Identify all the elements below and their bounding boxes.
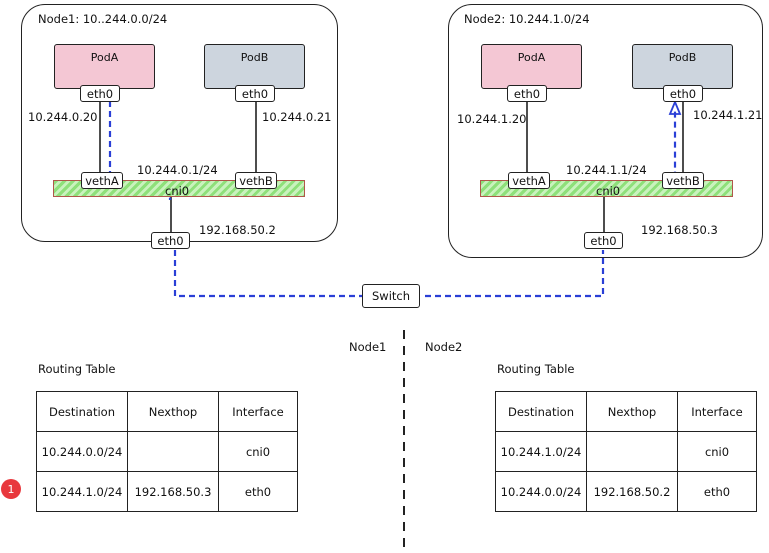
node2-bridge-ip: 10.244.1.1/24 [566, 163, 647, 177]
header-nexthop: Nexthop [127, 391, 219, 432]
node2-bridge-name: cni0 [596, 184, 621, 198]
node2-pod-b-eth0: eth0 [663, 85, 703, 102]
network-switch: Switch [362, 284, 420, 308]
node1-bridge-ip: 10.244.0.1/24 [137, 163, 218, 177]
header-destination: Destination [495, 391, 587, 432]
table-row: 10.244.0.0/24 192.168.50.2 eth0 [495, 471, 757, 512]
divider-label-node2: Node2 [425, 340, 463, 354]
table-row: 10.244.1.0/24 cni0 [495, 431, 757, 472]
node2-title: Node2: 10.244.1.0/24 [464, 12, 590, 26]
node1-pod-b-ip: 10.244.0.21 [262, 110, 332, 124]
node1-pod-b-name: PodB [240, 51, 269, 64]
node2-pod-a-name: PodA [517, 51, 546, 64]
cell-nexthop: 192.168.50.3 [127, 471, 219, 512]
node2-veth-b: vethB [662, 172, 704, 189]
node2-eth0-ip: 192.168.50.3 [641, 223, 718, 237]
node1-pod-b-eth0: eth0 [235, 85, 275, 102]
cell-nexthop [127, 431, 219, 472]
packet-path [108, 101, 677, 298]
cell-destination: 10.244.0.0/24 [36, 431, 128, 472]
node2-pod-b-name: PodB [668, 51, 697, 64]
cell-interface: cni0 [677, 431, 757, 472]
node2-veth-a: vethA [508, 172, 550, 189]
cell-destination: 10.244.1.0/24 [36, 471, 128, 512]
cell-nexthop [586, 431, 678, 472]
node1-eth0-ip: 192.168.50.2 [199, 223, 276, 237]
table-row: 10.244.1.0/24 192.168.50.3 eth0 [36, 471, 298, 512]
routing-table-left: Destination Nexthop Interface 10.244.0.0… [36, 391, 298, 512]
node1-pod-a: PodA [54, 44, 155, 89]
path-switch-to-node2 [425, 250, 605, 298]
routing-right-title: Routing Table [497, 362, 575, 376]
header-interface: Interface [218, 391, 298, 432]
node2-eth0: eth0 [584, 232, 623, 249]
routing-table-right: Destination Nexthop Interface 10.244.1.0… [495, 391, 757, 512]
cell-destination: 10.244.1.0/24 [495, 431, 587, 472]
path-arrowhead [668, 99, 682, 115]
path-node1-to-switch [173, 250, 362, 298]
node1-pod-a-ip: 10.244.0.20 [28, 110, 98, 124]
node2-pod-a-eth0: eth0 [507, 85, 547, 102]
node2-pod-b-ip: 10.244.1.21 [693, 108, 763, 122]
node1-pod-a-eth0: eth0 [80, 85, 120, 102]
node2-pod-b: PodB [632, 44, 733, 89]
header-nexthop: Nexthop [586, 391, 678, 432]
node1-veth-a: vethA [81, 172, 123, 189]
cell-interface: eth0 [218, 471, 298, 512]
node2-pod-a: PodA [481, 44, 582, 89]
node1-pod-b: PodB [204, 44, 305, 89]
row-marker-badge: 1 [1, 479, 21, 499]
cell-interface: cni0 [218, 431, 298, 472]
header-interface: Interface [677, 391, 757, 432]
node1-title: Node1: 10..244.0.0/24 [38, 12, 168, 26]
node1-box [21, 4, 338, 242]
cell-interface: eth0 [677, 471, 757, 512]
routing-left-title: Routing Table [38, 362, 116, 376]
node1-bridge-name: cni0 [165, 184, 190, 198]
cell-nexthop: 192.168.50.2 [586, 471, 678, 512]
node2-pod-a-ip: 10.244.1.20 [457, 112, 527, 126]
node1-eth0: eth0 [151, 232, 190, 249]
node1-veth-b: vethB [235, 172, 277, 189]
divider-label-node1: Node1 [349, 340, 387, 354]
node1-pod-a-name: PodA [90, 51, 119, 64]
table-row: 10.244.0.0/24 cni0 [36, 431, 298, 472]
cell-destination: 10.244.0.0/24 [495, 471, 587, 512]
header-destination: Destination [36, 391, 128, 432]
